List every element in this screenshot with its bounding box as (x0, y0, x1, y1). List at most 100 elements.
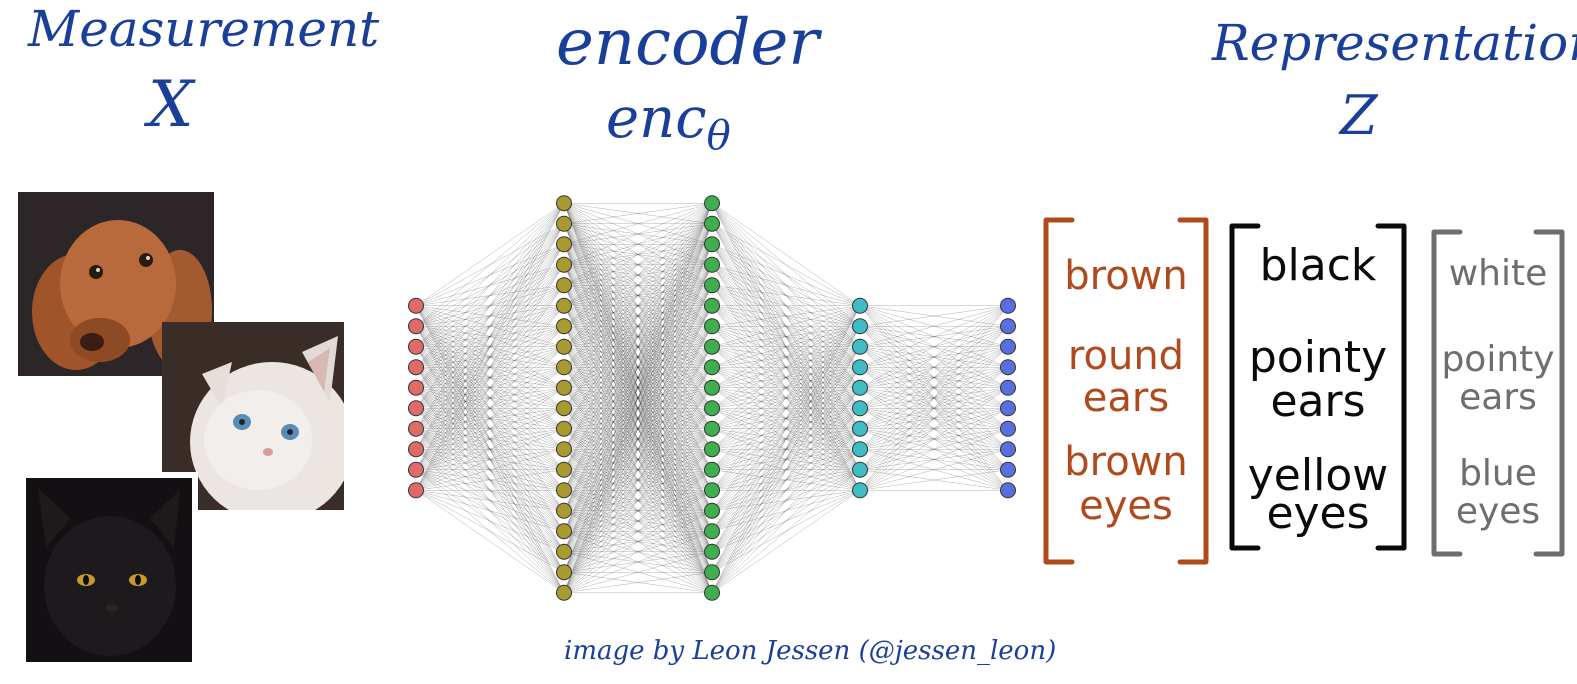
network-edge (563, 285, 713, 552)
network-edge (563, 264, 713, 388)
network-edge (859, 387, 1009, 491)
network-edge (563, 244, 713, 388)
network-edge (711, 326, 861, 347)
network-edge (563, 346, 713, 409)
network-edge (563, 367, 713, 450)
network-edge (563, 305, 713, 429)
network-edge (415, 428, 565, 491)
network-edge (859, 305, 1009, 368)
network-edge (563, 387, 713, 511)
network-edge (415, 408, 565, 491)
network-edge (563, 346, 713, 573)
vector-entry: ears (1459, 377, 1537, 418)
network-edge (563, 346, 713, 532)
network-edge (415, 408, 565, 429)
network-edge (563, 326, 713, 388)
network-edge (415, 244, 565, 409)
encoder-symbol-base: enc (606, 86, 707, 151)
network-edge (563, 285, 713, 388)
network-edge (563, 449, 713, 593)
network-edge (711, 223, 861, 368)
network-node-layer-5 (1000, 400, 1016, 417)
network-edge (711, 428, 861, 573)
network-edge (711, 326, 861, 532)
network-edge (563, 305, 713, 409)
network-edge (415, 367, 565, 532)
network-edge (859, 305, 1009, 347)
network-edge (859, 305, 1009, 491)
network-edge (415, 346, 565, 511)
network-edge (563, 408, 713, 552)
network-edge (711, 449, 861, 491)
network-edge (563, 326, 713, 347)
network-edge (563, 346, 713, 470)
network-edge (711, 367, 861, 409)
network-edge (563, 203, 713, 573)
network-edge (711, 223, 861, 306)
network-edge (415, 326, 565, 491)
network-edge (711, 408, 861, 429)
network-edge (563, 387, 713, 450)
network-edge (563, 428, 713, 470)
network-edge (415, 367, 565, 409)
network-edge (563, 223, 713, 470)
network-edge (415, 326, 565, 429)
network-edge (415, 449, 565, 491)
network-edge (859, 408, 1009, 491)
network-edge (563, 223, 713, 388)
network-edge (563, 305, 713, 552)
network-edge (711, 408, 861, 470)
network-node-layer-2 (556, 256, 572, 273)
network-edge (563, 244, 713, 286)
network-edge (563, 305, 713, 552)
network-edge (711, 428, 861, 470)
network-edge (415, 244, 565, 306)
network-edge (563, 305, 713, 429)
network-edge (859, 428, 1009, 470)
network-edge (563, 326, 713, 532)
network-edge (563, 223, 713, 245)
network-edge (415, 305, 565, 388)
network-edge (563, 469, 713, 491)
network-edge (711, 264, 861, 429)
network-edge (859, 408, 1009, 450)
network-node-layer-2 (556, 461, 572, 478)
network-edge (711, 387, 861, 593)
network-edge (859, 367, 1009, 388)
network-edge (711, 367, 861, 429)
network-edge (711, 449, 861, 573)
network-edge (711, 346, 861, 593)
network-edge (711, 367, 861, 552)
network-edge (415, 326, 565, 552)
network-edge (711, 408, 861, 573)
network-edge (711, 244, 861, 470)
network-edge (563, 387, 713, 470)
network-edge (563, 387, 713, 429)
network-edge (859, 305, 1009, 470)
network-edge (563, 326, 713, 429)
network-edge (563, 408, 713, 552)
network-edge (859, 428, 1009, 450)
network-edge (563, 326, 713, 409)
network-edge (563, 203, 713, 347)
network-edge (415, 367, 565, 470)
network-edge (711, 346, 861, 511)
network-edge (563, 367, 713, 511)
network-edge (711, 367, 861, 388)
network-node-layer-3 (704, 482, 720, 499)
network-edge (859, 346, 1009, 470)
network-edge (415, 264, 565, 491)
network-edge (711, 305, 861, 409)
network-edge (563, 264, 713, 347)
network-edge (711, 264, 861, 409)
network-edge (415, 346, 565, 552)
network-edge (711, 346, 861, 388)
network-node-layer-3 (704, 236, 720, 253)
network-edge (415, 305, 565, 491)
network-edge (859, 326, 1009, 429)
network-edge (711, 408, 861, 450)
network-edge (563, 305, 713, 450)
network-edge (415, 203, 565, 470)
network-edge (415, 387, 565, 491)
network-edge (563, 408, 713, 491)
